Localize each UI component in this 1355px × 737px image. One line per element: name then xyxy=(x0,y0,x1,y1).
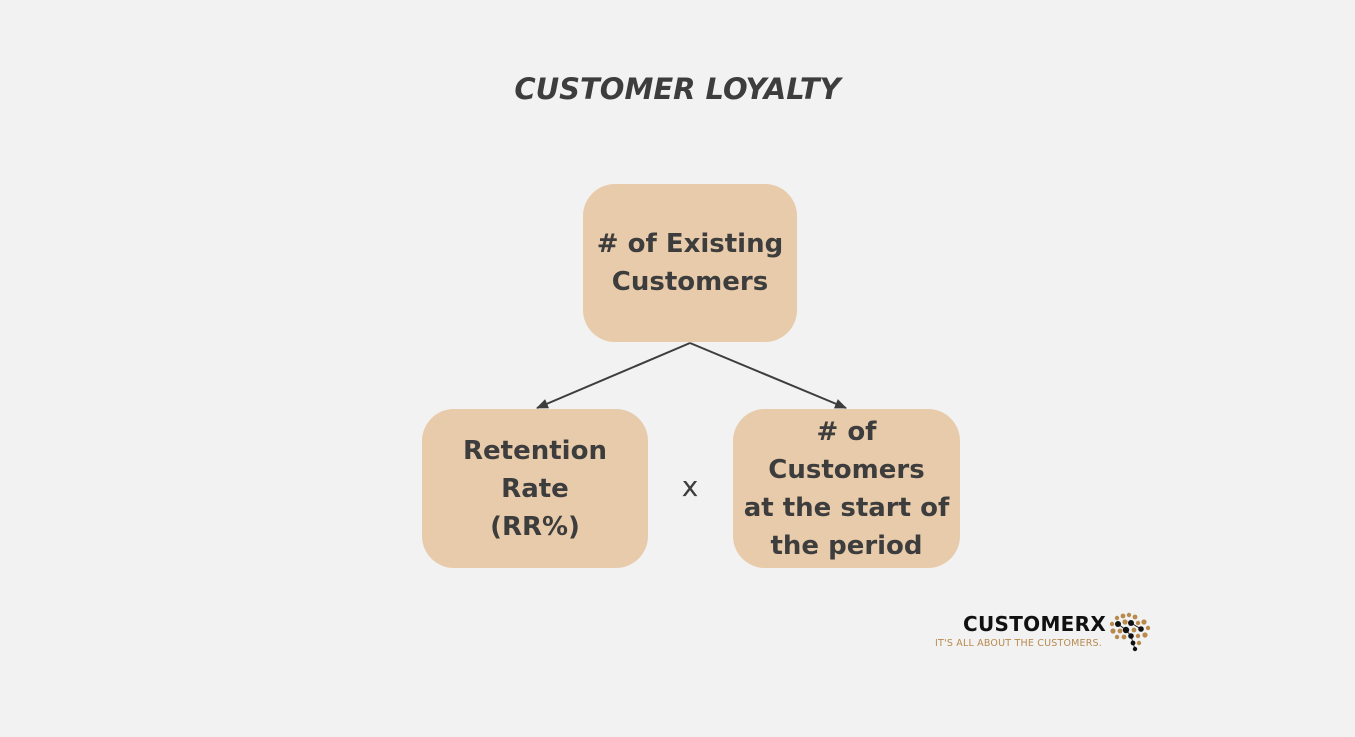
logo-wordmark: CUSTOMERX xyxy=(963,612,1107,636)
arrow-top-to-right xyxy=(689,342,847,409)
node-customers-at-start: # of Customers at the start of the perio… xyxy=(733,409,960,568)
node-retention-rate: Retention Rate (RR%) xyxy=(422,409,648,568)
multiply-operator: x xyxy=(681,470,699,503)
logo-tagline: IT'S ALL ABOUT THE CUSTOMERS. xyxy=(935,638,1102,649)
customerx-logo: CUSTOMERX IT'S ALL ABOUT THE CUSTOMERS. xyxy=(930,612,1160,656)
arrow-top-to-left xyxy=(536,342,691,409)
node-existing-customers: # of Existing Customers xyxy=(583,184,797,342)
node-customers-at-start-label: # of Customers at the start of the perio… xyxy=(743,416,950,561)
node-retention-rate-label: Retention Rate (RR%) xyxy=(463,435,607,542)
dots-brain-icon xyxy=(1109,612,1151,652)
node-existing-customers-label: # of Existing Customers xyxy=(596,229,784,297)
diagram-title: CUSTOMER LOYALTY xyxy=(514,72,841,106)
